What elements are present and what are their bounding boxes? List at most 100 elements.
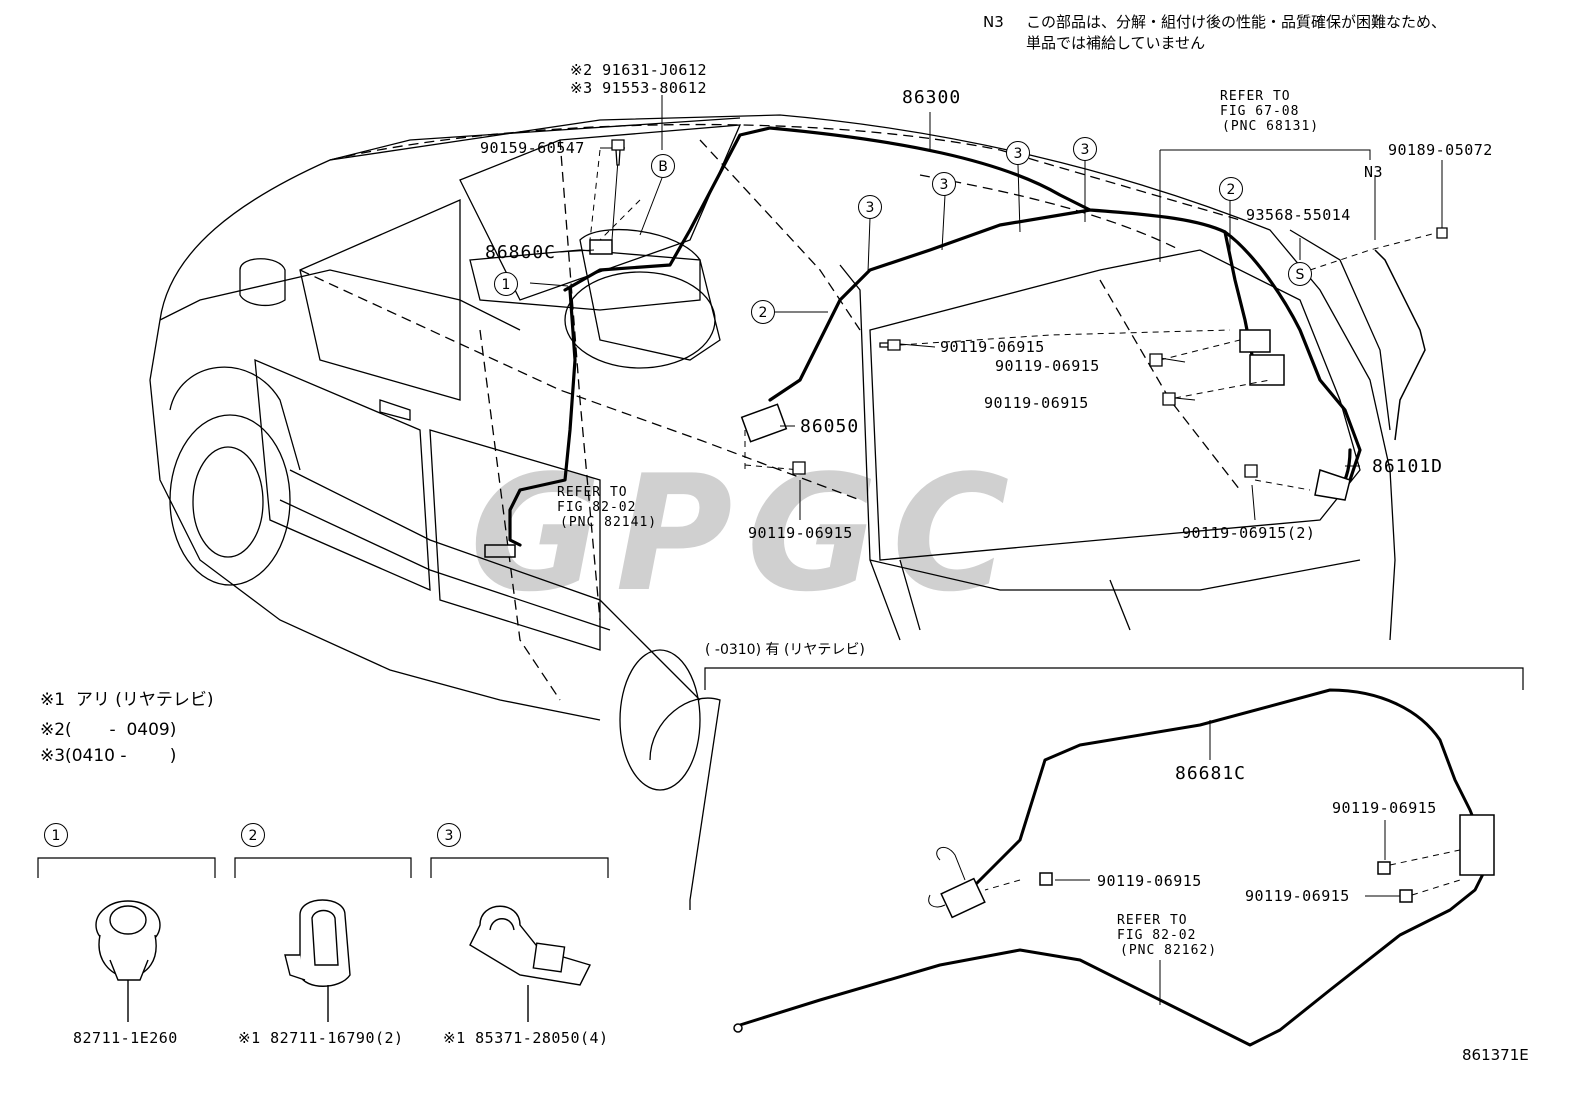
seat-outline: [579, 229, 721, 361]
marker-3: 3: [858, 195, 882, 219]
figure-code: 861371E: [1462, 1046, 1529, 1064]
marker-3: 3: [932, 172, 956, 196]
steering-wheel: [564, 271, 716, 369]
rear-pillar-c: [839, 264, 901, 641]
body-dashed-4: [699, 139, 861, 331]
refer-fig-82-02b-line1: REFER TO: [1117, 913, 1188, 928]
label-86300[interactable]: 86300: [902, 87, 962, 108]
refer-fig-67-08-line1: REFER TO: [1220, 89, 1291, 104]
body-dashed-5: [1099, 279, 1241, 491]
sensor-n3: [1374, 249, 1426, 441]
bolt-icon: [1149, 353, 1163, 367]
clip-marker-2: 2: [241, 823, 265, 847]
front-door-window: [299, 199, 461, 401]
label-90119-06915-c[interactable]: 90119-06915: [984, 394, 1089, 412]
harness-86300: [563, 126, 1362, 482]
clip-82711-16790-icon: [284, 899, 351, 1022]
label-82711-1e260[interactable]: 82711-1E260: [73, 1029, 178, 1047]
note-code: N3: [983, 13, 1004, 31]
clip-marker-1: 1: [44, 823, 68, 847]
label-90119-06915-e[interactable]: 90119-06915(2): [1182, 524, 1316, 542]
roof-dashed: [329, 123, 1241, 221]
bolt-icon: [1039, 872, 1053, 886]
bolt-icon: [1377, 861, 1391, 875]
marker-3: 3: [1006, 141, 1030, 165]
refer-fig-67-08-line3: (PNC 68131): [1222, 119, 1320, 134]
bolt-icon: [1399, 889, 1413, 903]
label-82711-16790[interactable]: ※1 82711-16790(2): [238, 1029, 404, 1047]
inset-header: ( -0310) 有 (リヤテレビ): [705, 642, 865, 658]
bolt-icon: [792, 461, 806, 475]
label-90189-05072[interactable]: 90189-05072: [1388, 141, 1493, 159]
label-90119-06915-d[interactable]: 90119-06915: [748, 524, 853, 542]
floor-connector: [484, 544, 516, 558]
legend-line-1: ※1 アリ (リヤテレビ): [40, 690, 214, 710]
legend-line-2: ※2( - 0409): [40, 720, 177, 740]
bolt-icon: [1436, 227, 1448, 239]
refer-fig-67-08-line2[interactable]: FIG 67-08: [1220, 104, 1300, 119]
car-front: [149, 319, 601, 721]
marker-3: 3: [1073, 137, 1097, 161]
label-86050[interactable]: 86050: [800, 416, 860, 437]
label-93568-55014[interactable]: 93568-55014: [1246, 206, 1351, 224]
connector-86860c: [589, 239, 613, 255]
car-body-outline: [159, 114, 1396, 641]
bolt-icon: [611, 139, 625, 166]
inset-car-outline: [649, 697, 721, 910]
rear-window: [869, 249, 1361, 561]
label-85371-28050[interactable]: ※1 85371-28050(4): [443, 1029, 609, 1047]
label-90159-60547[interactable]: 90159-60547: [480, 139, 585, 157]
body-dashed-2: [559, 139, 601, 621]
label-90119-06915-b[interactable]: 90119-06915: [995, 357, 1100, 375]
clip-bracket-1: [37, 857, 216, 878]
car-front-wheel-arch: [169, 366, 301, 471]
clip-bracket-2: [234, 857, 412, 878]
bolt-icon: [1162, 392, 1176, 406]
label-n3-marker: N3: [1364, 163, 1384, 181]
label-86101d[interactable]: 86101D: [1372, 456, 1444, 477]
door-handle: [379, 399, 411, 421]
refer-fig-82-02a-line2[interactable]: FIG 82-02: [557, 500, 637, 515]
marker-2: 2: [751, 300, 775, 324]
connector-rear-2: [1249, 354, 1285, 386]
inset-bracket: [704, 667, 1524, 690]
front-wheel-inner: [192, 446, 264, 558]
label-86860c[interactable]: 86860C: [485, 242, 557, 263]
clip-bracket-3: [430, 857, 609, 878]
bolt-icon: [1244, 464, 1258, 478]
bracket-86101d: [1314, 469, 1351, 501]
inset-connector-rear: [1459, 814, 1495, 876]
marker-s: S: [1288, 262, 1312, 286]
body-dashed-3: [479, 329, 561, 701]
legend-line-3: ※3(0410 - ): [40, 746, 177, 766]
body-dashed-1: [299, 269, 861, 501]
rear-side-window: [1289, 229, 1391, 431]
connector-86050: [740, 403, 788, 443]
refer-fig-82-02a-line1: REFER TO: [557, 485, 628, 500]
harness-86860-down: [508, 288, 577, 547]
label-90119-06915-a[interactable]: 90119-06915: [940, 338, 1045, 356]
marker-2: 2: [1219, 177, 1243, 201]
label-alt-part-3[interactable]: ※3 91553-80612: [570, 79, 707, 97]
label-inset-90119-06915-b[interactable]: 90119-06915: [1332, 799, 1437, 817]
refer-fig-82-02b-line2[interactable]: FIG 82-02: [1117, 928, 1197, 943]
connector-rear-1: [1239, 329, 1271, 353]
rear-lower: [899, 559, 1131, 631]
label-inset-90119-06915-a[interactable]: 90119-06915: [1097, 872, 1202, 890]
label-inset-90119-06915-c[interactable]: 90119-06915: [1245, 887, 1350, 905]
rear-hatch: [869, 559, 1361, 591]
side-mirror: [239, 258, 286, 307]
car-hood: [159, 269, 521, 331]
clip-82711-1e260-icon: [95, 900, 161, 1022]
harness-86300-drop: [768, 208, 1092, 402]
label-86681c[interactable]: 86681C: [1175, 763, 1247, 784]
rear-door: [429, 429, 601, 651]
note-line-1: この部品は、分解・組付け後の性能・品質確保が困難なため、: [1026, 13, 1447, 31]
clip-marker-3: 3: [437, 823, 461, 847]
label-alt-part-2[interactable]: ※2 91631-J0612: [570, 61, 707, 79]
car-roof-front: [329, 117, 741, 161]
clip-85371-28050-icon: [469, 905, 591, 1022]
front-door: [254, 358, 431, 592]
